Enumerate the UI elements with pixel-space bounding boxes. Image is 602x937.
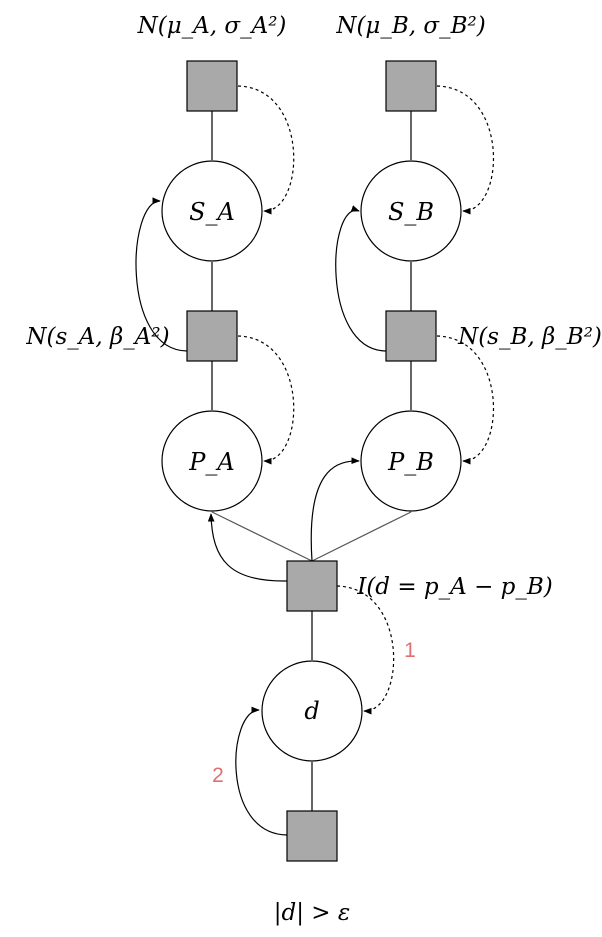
edge-perf-b-diff-factor bbox=[311, 511, 412, 562]
label-factor-prior-b: N(μ_B, σ_B²) bbox=[335, 13, 485, 39]
message-arrow-prior-a-to-skill-a bbox=[237, 85, 295, 215]
step-label-2: 2 bbox=[212, 764, 224, 787]
message-arrow-diff-factor-to-perf-b bbox=[310, 457, 360, 562]
label-factor-performance-a: N(s_A, β_A²) bbox=[25, 324, 169, 350]
label-d: d bbox=[304, 697, 319, 725]
message-arrow-perf-factor-a-to-perf-a bbox=[237, 335, 295, 465]
message-arrow-diff-factor-to-perf-a bbox=[207, 513, 288, 582]
label-performance-b: P_B bbox=[387, 448, 434, 476]
factor-difference bbox=[286, 560, 338, 612]
variable-d bbox=[261, 660, 363, 762]
message-arrow-prior-b-to-skill-b bbox=[436, 85, 495, 215]
label-performance-a: P_A bbox=[188, 448, 234, 476]
label-factor-prior-a: N(μ_A, σ_A²) bbox=[137, 13, 287, 39]
factor-prior-b bbox=[385, 60, 437, 112]
edge-perf-a-diff-factor bbox=[211, 511, 313, 562]
message-arrow-perf-factor-b-to-skill-b bbox=[335, 205, 387, 352]
message-arrow-perf-factor-b-to-perf-b bbox=[436, 335, 495, 465]
label-factor-difference: I(d = p_A − p_B) bbox=[356, 574, 553, 600]
step-label-1: 1 bbox=[404, 639, 416, 662]
label-skill-a: S_A bbox=[189, 198, 235, 226]
variable-performance-b bbox=[360, 410, 462, 512]
factor-performance-a bbox=[186, 310, 238, 362]
factor-performance-b bbox=[385, 310, 437, 362]
message-arrow-perf-factor-a-to-skill-a bbox=[135, 197, 188, 352]
variable-performance-a bbox=[161, 410, 263, 512]
variable-skill-a bbox=[161, 160, 263, 262]
label-factor-observation: |d| > ε bbox=[274, 900, 350, 926]
message-arrow-obs-factor-to-d bbox=[235, 706, 288, 836]
message-arrow-diff-factor-to-d bbox=[336, 585, 395, 715]
factor-prior-a bbox=[186, 60, 238, 112]
label-factor-performance-b: N(s_B, β_B²) bbox=[457, 324, 602, 350]
label-skill-b: S_B bbox=[388, 198, 434, 226]
variable-skill-b bbox=[360, 160, 462, 262]
factor-observation bbox=[286, 810, 338, 862]
